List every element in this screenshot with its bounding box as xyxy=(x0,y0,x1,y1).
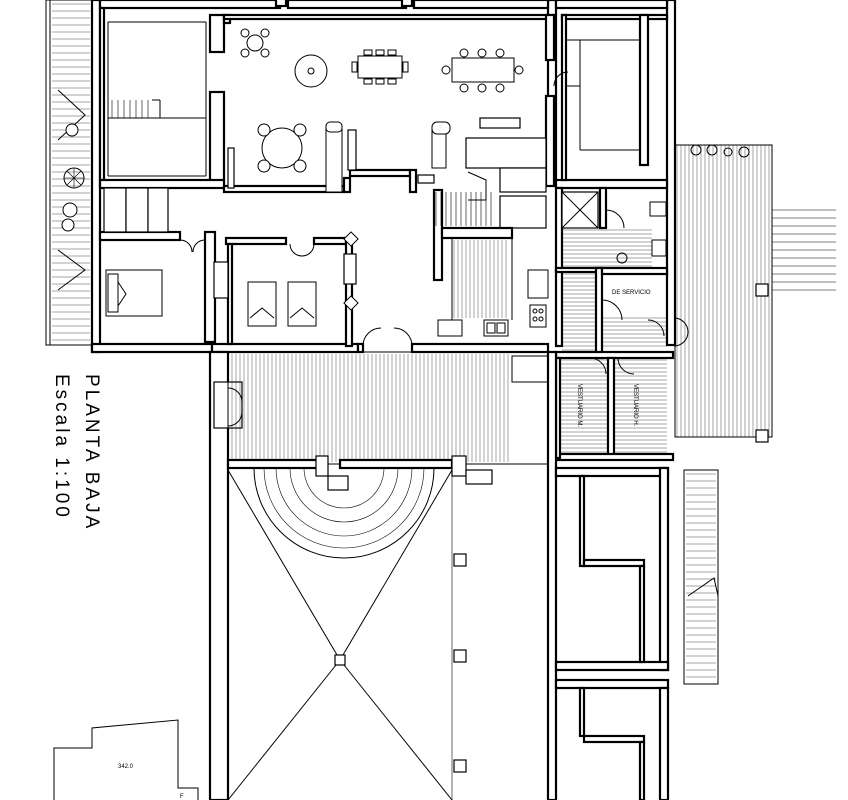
survey-plot: 342.0 F xyxy=(53,719,199,800)
round-table-icon xyxy=(257,123,307,173)
dining-table-icon xyxy=(351,49,409,85)
lower-section xyxy=(208,350,719,800)
armchair-icon xyxy=(325,121,343,193)
bed-icon xyxy=(247,281,317,327)
round-table-icon xyxy=(294,54,328,88)
right-deck xyxy=(674,144,836,443)
upper-left-room xyxy=(98,6,232,190)
palm-icon xyxy=(63,167,85,189)
lower-left-bedrooms xyxy=(98,187,413,348)
room-label-vestuario-h: VESTUARIO H. xyxy=(632,384,638,427)
bed-icon xyxy=(105,269,163,317)
plan-title: PLANTA BAJA Escala 1:100 xyxy=(51,374,102,531)
living-area xyxy=(222,13,556,194)
elevation-label: 342.0 xyxy=(118,764,134,770)
armchair-icon xyxy=(431,121,451,169)
dining-table-icon xyxy=(441,48,524,93)
left-terrace xyxy=(45,0,93,346)
plant-row-icon xyxy=(690,144,750,158)
plan-scale-text: Escala 1:100 xyxy=(51,374,72,520)
window-seat-icon xyxy=(343,231,359,311)
room-label-servicio: DE SERVICIO xyxy=(612,290,651,296)
right-service-wing: DE SERVICIO VESTUARIO M. VESTUARIO H. xyxy=(553,13,689,462)
elevation-mark: F xyxy=(180,794,184,800)
plan-title-text: PLANTA BAJA xyxy=(81,374,102,531)
house-walls xyxy=(90,0,677,354)
room-label-vestuario-m: VESTUARIO M. xyxy=(576,384,582,427)
round-table-icon xyxy=(240,28,270,58)
kitchen-core xyxy=(432,137,549,337)
